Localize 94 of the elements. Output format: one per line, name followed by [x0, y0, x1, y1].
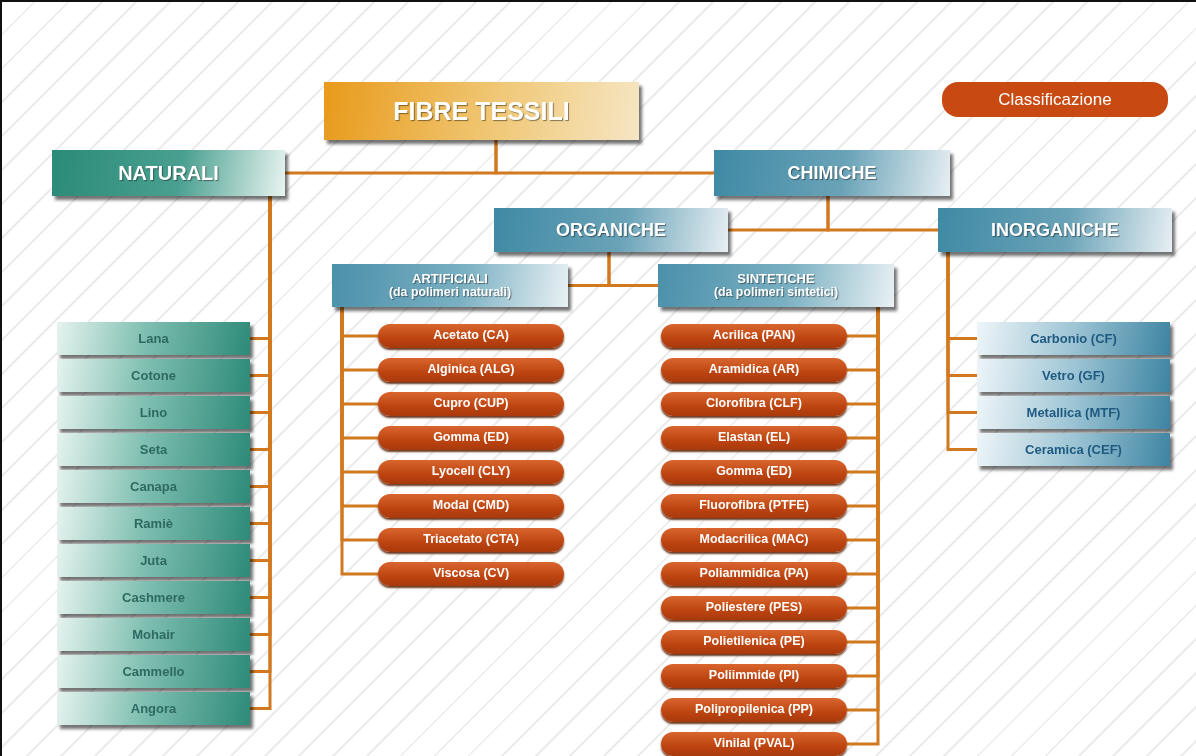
fiber-box: [57, 322, 250, 355]
fiber-pill: [661, 698, 847, 722]
category-box: [714, 150, 950, 196]
box-label: Alginica (ALG): [427, 363, 515, 377]
fiber-pill: [661, 596, 847, 620]
connector-line: [946, 252, 977, 451]
category-box: [332, 264, 568, 307]
fiber-pill: [661, 494, 847, 518]
fiber-box: [57, 470, 250, 503]
fiber-pill: [661, 358, 847, 382]
box-label: FIBRE TESSILI: [393, 97, 570, 125]
fiber-pill: [661, 732, 847, 756]
fiber-pill: [378, 528, 564, 552]
box-label: Fluorofibra (PTFE): [699, 499, 809, 513]
connector-line: [826, 196, 938, 232]
box-label: Gomma (ED): [716, 465, 792, 479]
fiber-box: [57, 655, 250, 688]
fiber-pill: [661, 630, 847, 654]
box-label: Modacrilica (MAC): [699, 533, 809, 547]
fiber-pill: [378, 392, 564, 416]
fiber-box: [57, 618, 250, 651]
fiber-pill: [378, 494, 564, 518]
fiber-pill: [661, 392, 847, 416]
category-box: [658, 264, 894, 307]
title-box: [324, 82, 639, 140]
fiber-box: [57, 359, 250, 392]
fiber-box: [57, 396, 250, 429]
fiber-pill: [661, 426, 847, 450]
fiber-box: [977, 396, 1170, 429]
box-label: CHIMICHE: [787, 163, 877, 183]
fiber-pill: [378, 460, 564, 484]
box-label: SINTETICHE: [737, 272, 815, 286]
subtitle-text: (da polimeri naturali): [388, 285, 512, 299]
box-label: Triacetato (CTA): [423, 533, 519, 547]
box-label: Juta: [140, 553, 167, 568]
category-box: [938, 208, 1172, 252]
box-label: Clorofibra (CLF): [706, 397, 802, 411]
box-label: Carbonio (CF): [1030, 331, 1117, 346]
fiber-pill: [378, 358, 564, 382]
box-label: Viscosa (CV): [432, 567, 510, 581]
box-label: Lino: [139, 405, 168, 420]
box-label: Ramiè: [134, 516, 173, 531]
fiber-box: [977, 433, 1170, 466]
box-label: Classificazione: [998, 90, 1112, 109]
box-label: Polietilenica (PE): [703, 635, 805, 649]
connector-line: [494, 140, 714, 175]
box-label: ARTIFICIALI: [412, 272, 488, 286]
fiber-pill: [378, 562, 564, 586]
box-label: Canapa: [130, 479, 177, 494]
box-label: Poliestere (PES): [705, 601, 803, 615]
fiber-pill: [661, 528, 847, 552]
box-label: Cotone: [131, 368, 176, 383]
box-label: Cammello: [122, 664, 185, 679]
fiber-pill: [661, 664, 847, 688]
box-label: Metallica (MTF): [1026, 405, 1121, 420]
fiber-box: [57, 581, 250, 614]
box-label: Polipropilenica (PP): [694, 703, 814, 717]
box-label: ORGANICHE: [556, 220, 666, 240]
fiber-pill: [661, 460, 847, 484]
box-label: Angora: [130, 701, 177, 716]
fiber-box: [57, 507, 250, 540]
category-box: [52, 150, 285, 196]
box-label: Lana: [138, 331, 169, 346]
subtitle-text: (da polimeri sintetici): [713, 285, 839, 299]
fiber-box: [57, 692, 250, 725]
box-label: Elastan (EL): [717, 431, 791, 445]
box-label: Modal (CMD): [432, 499, 510, 513]
fiber-box: [57, 433, 250, 466]
box-label: Ceramica (CEF): [1025, 442, 1122, 457]
box-label: Vinilal (PVAL): [713, 737, 795, 751]
box-label: Poliammidica (PA): [699, 567, 809, 581]
fiber-pill: [661, 324, 847, 348]
category-box: [494, 208, 728, 252]
box-label: Aramidica (AR): [708, 363, 800, 377]
fiber-box: [977, 359, 1170, 392]
box-label: Gomma (ED): [433, 431, 509, 445]
box-label: INORGANICHE: [991, 220, 1119, 240]
fiber-box: [977, 322, 1170, 355]
box-label: Vetro (GF): [1042, 368, 1105, 383]
fiber-pill: [378, 426, 564, 450]
fiber-pill: [378, 324, 564, 348]
box-label: Mohair: [132, 627, 175, 642]
box-label: Acrilica (PAN): [712, 329, 796, 343]
box-label: Cupro (CUP): [433, 397, 509, 411]
fiber-box: [57, 544, 250, 577]
fiber-pill: [661, 562, 847, 586]
box-label: Seta: [139, 442, 168, 457]
box-label: NATURALI: [118, 162, 219, 184]
section-badge: [942, 82, 1168, 117]
box-label: Acetato (CA): [433, 329, 509, 343]
box-label: Cashmere: [122, 590, 185, 605]
box-label: Lyocell (CLY): [431, 465, 511, 479]
box-label: Poliimmide (PI): [708, 669, 800, 683]
connector-line: [607, 252, 658, 287]
